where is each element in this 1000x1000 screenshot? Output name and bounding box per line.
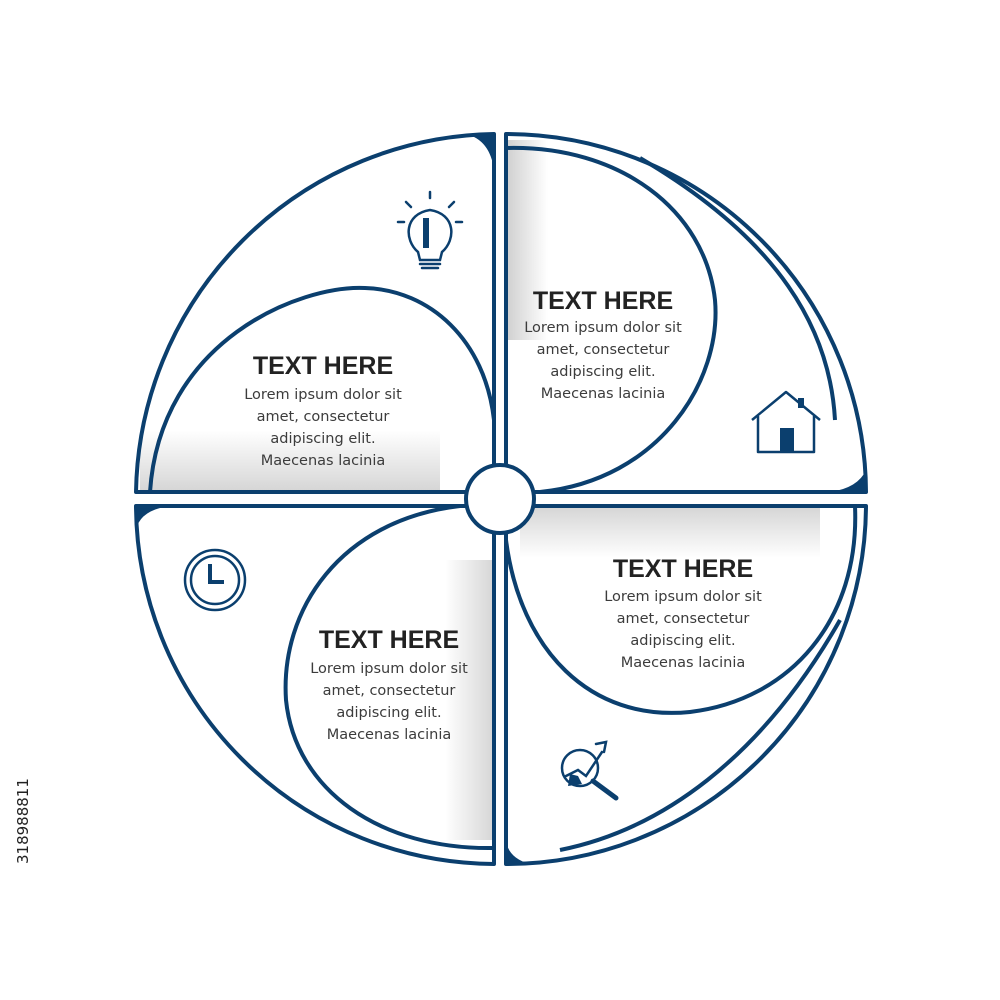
segment-body-line: Maecenas lacinia	[327, 727, 451, 743]
segment-shadows	[140, 140, 820, 840]
segment-body-line: amet, consectetur	[323, 683, 456, 699]
segment-text-top-left: TEXT HERE Lorem ipsum dolor sit amet, co…	[244, 352, 402, 469]
segment-body-line: Maecenas lacinia	[541, 386, 665, 402]
segment-bottom-right	[504, 504, 868, 866]
house-icon	[751, 390, 821, 454]
segment-body-line: adipiscing elit.	[270, 431, 375, 447]
segment-body-line: amet, consectetur	[617, 611, 750, 627]
segment-top-left	[134, 132, 496, 494]
segment-body-line: Maecenas lacinia	[621, 655, 745, 671]
segment-title: TEXT HERE	[253, 352, 393, 380]
segment-body-line: amet, consectetur	[537, 342, 670, 358]
segment-title: TEXT HERE	[533, 287, 673, 315]
segment-outlines	[134, 132, 868, 866]
segment-body-line: adipiscing elit.	[550, 364, 655, 380]
segment-title: TEXT HERE	[319, 626, 459, 654]
segment-body-line: Maecenas lacinia	[261, 453, 385, 469]
segment-body-line: amet, consectetur	[257, 409, 390, 425]
chart-magnifier-icon	[560, 740, 619, 801]
clock-icon	[183, 548, 247, 612]
center-hub	[464, 463, 536, 535]
swirl-arc-top-right	[505, 145, 718, 494]
segment-body-line: Lorem ipsum dolor sit	[244, 387, 402, 403]
segment-text-top-right: TEXT HERE Lorem ipsum dolor sit amet, co…	[524, 287, 682, 402]
swirl-arc-top-left	[148, 285, 496, 493]
segment-body-line: Lorem ipsum dolor sit	[524, 320, 682, 336]
segment-title: TEXT HERE	[613, 555, 753, 583]
segment-body-line: Lorem ipsum dolor sit	[604, 589, 762, 605]
swirl-arc-bottom-right	[504, 505, 858, 715]
segment-text-bottom-left: TEXT HERE Lorem ipsum dolor sit amet, co…	[310, 626, 468, 743]
lightbulb-icon	[396, 190, 464, 270]
segment-bottom-left	[134, 504, 496, 866]
segment-top-right	[504, 132, 868, 494]
corner-wedges	[136, 134, 866, 864]
outer-arc-top-right	[638, 156, 837, 421]
segment-body-line: adipiscing elit.	[336, 705, 441, 721]
segment-text-bottom-right: TEXT HERE Lorem ipsum dolor sit amet, co…	[604, 555, 762, 671]
segment-body-line: adipiscing elit.	[630, 633, 735, 649]
stock-id: 318988811	[14, 778, 32, 864]
segment-body-line: Lorem ipsum dolor sit	[310, 661, 468, 677]
outer-arc-bottom-right	[559, 619, 842, 852]
swirl-arc-bottom-left	[283, 504, 495, 851]
